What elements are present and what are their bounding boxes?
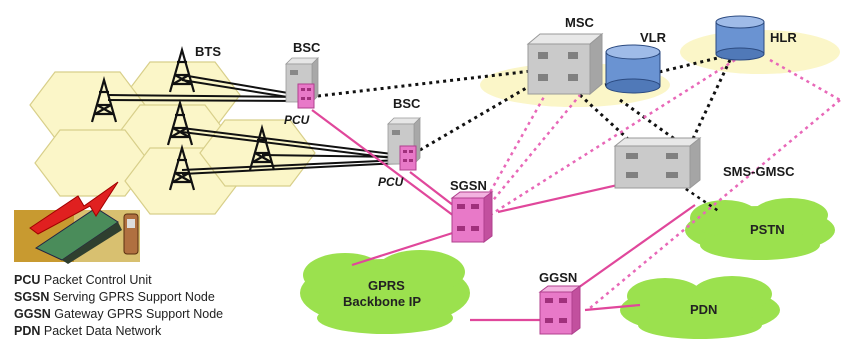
msc-server <box>526 32 604 96</box>
bts-bsc-links <box>107 74 401 175</box>
hlr-label: HLR <box>770 30 797 45</box>
pstn-label: PSTN <box>750 222 785 237</box>
legend-text: Gateway GPRS Support Node <box>54 307 224 321</box>
pcu-top-unit <box>297 83 315 109</box>
backbone-label-line2: Backbone IP <box>343 294 421 309</box>
ggsn-label: GGSN <box>539 270 577 285</box>
radio-link-icon <box>29 181 119 235</box>
legend-item: PDN Packet Data Network <box>14 323 223 340</box>
legend-text: Packet Control Unit <box>43 273 152 287</box>
bts-icon <box>90 45 276 191</box>
sms-gmsc-label: SMS-GMSC <box>723 164 795 179</box>
legend-text: Serving GPRS Support Node <box>52 290 215 304</box>
bsc-top-label: BSC <box>293 40 321 55</box>
sms-gmsc-server <box>613 136 702 190</box>
sms-gmsc-pstn-link <box>679 183 721 214</box>
vlr-database-icon <box>605 44 661 94</box>
legend-text: Packet Data Network <box>43 324 162 338</box>
sgsn-label: SGSN <box>450 178 487 193</box>
pcu-top-label: PCU <box>284 113 310 127</box>
bsc-mid-label: BSC <box>393 96 421 111</box>
legend-abbr: PDN <box>14 324 41 338</box>
legend: PCU Packet Control Unit SGSN Serving GPR… <box>14 272 223 340</box>
backbone-label-line1: GPRS <box>368 278 405 293</box>
pdn-label: PDN <box>690 302 717 317</box>
gprs-backbone-cloud <box>300 250 470 334</box>
bts-tower-icon <box>168 45 196 93</box>
legend-abbr: PCU <box>14 273 41 287</box>
sgsn-node <box>450 191 494 243</box>
pstn-cloud <box>685 198 835 260</box>
vlr-label: VLR <box>640 30 667 45</box>
cell-hexagon <box>34 129 151 197</box>
bts-tower-icon <box>166 98 194 146</box>
legend-item: GGSN Gateway GPRS Support Node <box>14 306 223 323</box>
ggsn-node <box>538 285 582 335</box>
hlr-database-icon <box>715 15 765 61</box>
legend-abbr: GGSN <box>14 307 51 321</box>
legend-item: PCU Packet Control Unit <box>14 272 223 289</box>
legend-abbr: SGSN <box>14 290 50 304</box>
bts-tower-icon <box>168 143 196 191</box>
pcu-mid-unit <box>399 145 417 171</box>
pink-dotted-links <box>478 58 841 309</box>
legend-item: SGSN Serving GPRS Support Node <box>14 289 223 306</box>
bts-tower-icon <box>90 75 118 123</box>
pcu-mid-label: PCU <box>378 175 404 189</box>
pdn-cloud <box>620 276 780 339</box>
msc-label: MSC <box>565 15 595 30</box>
bts-label: BTS <box>195 44 221 59</box>
bts-tower-icon <box>248 123 276 171</box>
mobile-station-image <box>14 207 140 264</box>
